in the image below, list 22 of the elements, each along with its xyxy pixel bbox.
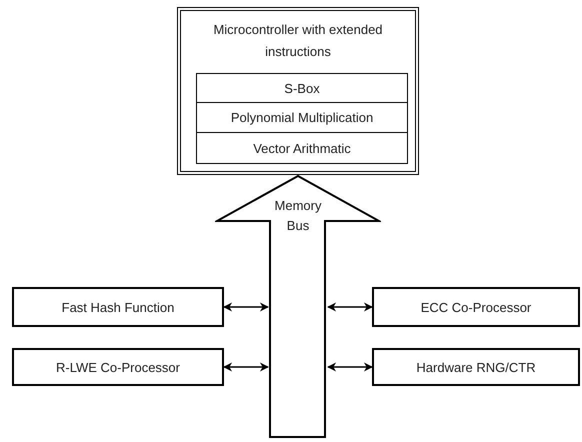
bus-arrow	[215, 175, 381, 439]
arrow	[327, 302, 373, 312]
arrow	[223, 362, 269, 372]
box-heading: Microcontroller with extended instructions	[213, 21, 383, 61]
row-label: Vector Arithmatic	[253, 140, 351, 156]
row-label: S-Box	[284, 80, 320, 96]
arrow	[223, 302, 269, 312]
module-label: ECC Co-Processor	[420, 300, 532, 314]
module-box	[12, 287, 224, 327]
instruction-row	[196, 73, 408, 103]
module-label: Fast Hash Function	[62, 300, 174, 314]
module-label: R-LWE Co-Processor	[56, 360, 180, 374]
module-box	[12, 348, 224, 386]
instruction-row	[196, 103, 408, 133]
bus-label: Memory Bus	[274, 197, 322, 235]
arrow	[327, 362, 373, 372]
module-box	[372, 287, 580, 327]
module-label: Hardware RNG/CTR	[416, 360, 536, 374]
row-label: Polynomial Multiplication	[230, 110, 374, 125]
module-box	[372, 348, 580, 386]
microcontroller-box	[177, 7, 419, 175]
instruction-row	[196, 133, 408, 164]
